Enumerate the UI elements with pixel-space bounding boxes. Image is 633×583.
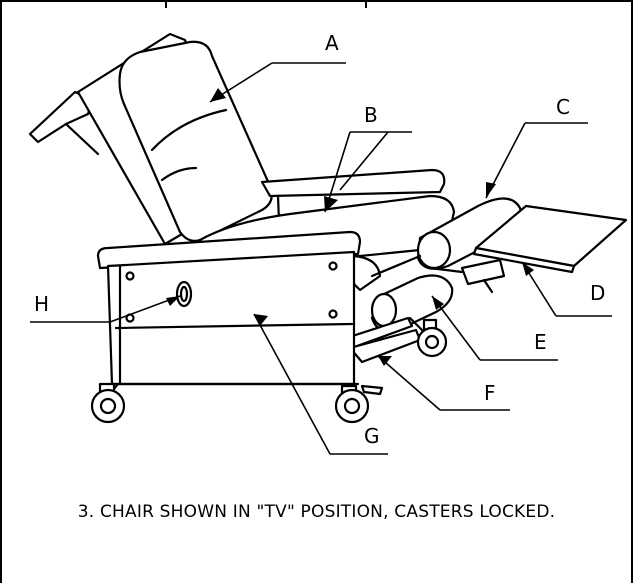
callout-f: F xyxy=(484,381,496,405)
caster-front-right xyxy=(334,384,384,424)
push-handle xyxy=(28,90,94,144)
callout-c: C xyxy=(556,95,570,119)
caster-rear xyxy=(416,318,448,358)
caster-front-left xyxy=(90,382,126,424)
tray-bracket xyxy=(460,258,506,286)
callout-g: G xyxy=(364,424,380,448)
callout-e: E xyxy=(534,330,547,354)
callout-h: H xyxy=(34,292,49,316)
side-panel xyxy=(106,250,356,386)
near-armrest-top xyxy=(96,230,362,270)
callout-b: B xyxy=(364,103,378,127)
figure-caption: 3. CHAIR SHOWN IN "TV" POSITION, CASTERS… xyxy=(77,502,556,522)
backrest-cushion xyxy=(118,40,273,243)
callout-a: A xyxy=(325,31,339,55)
callout-d: D xyxy=(590,281,605,305)
callout-arrowheads xyxy=(166,88,534,366)
seat-linkage xyxy=(348,254,382,292)
far-armrest xyxy=(260,168,446,198)
recliner-chair-illustration xyxy=(28,32,628,424)
